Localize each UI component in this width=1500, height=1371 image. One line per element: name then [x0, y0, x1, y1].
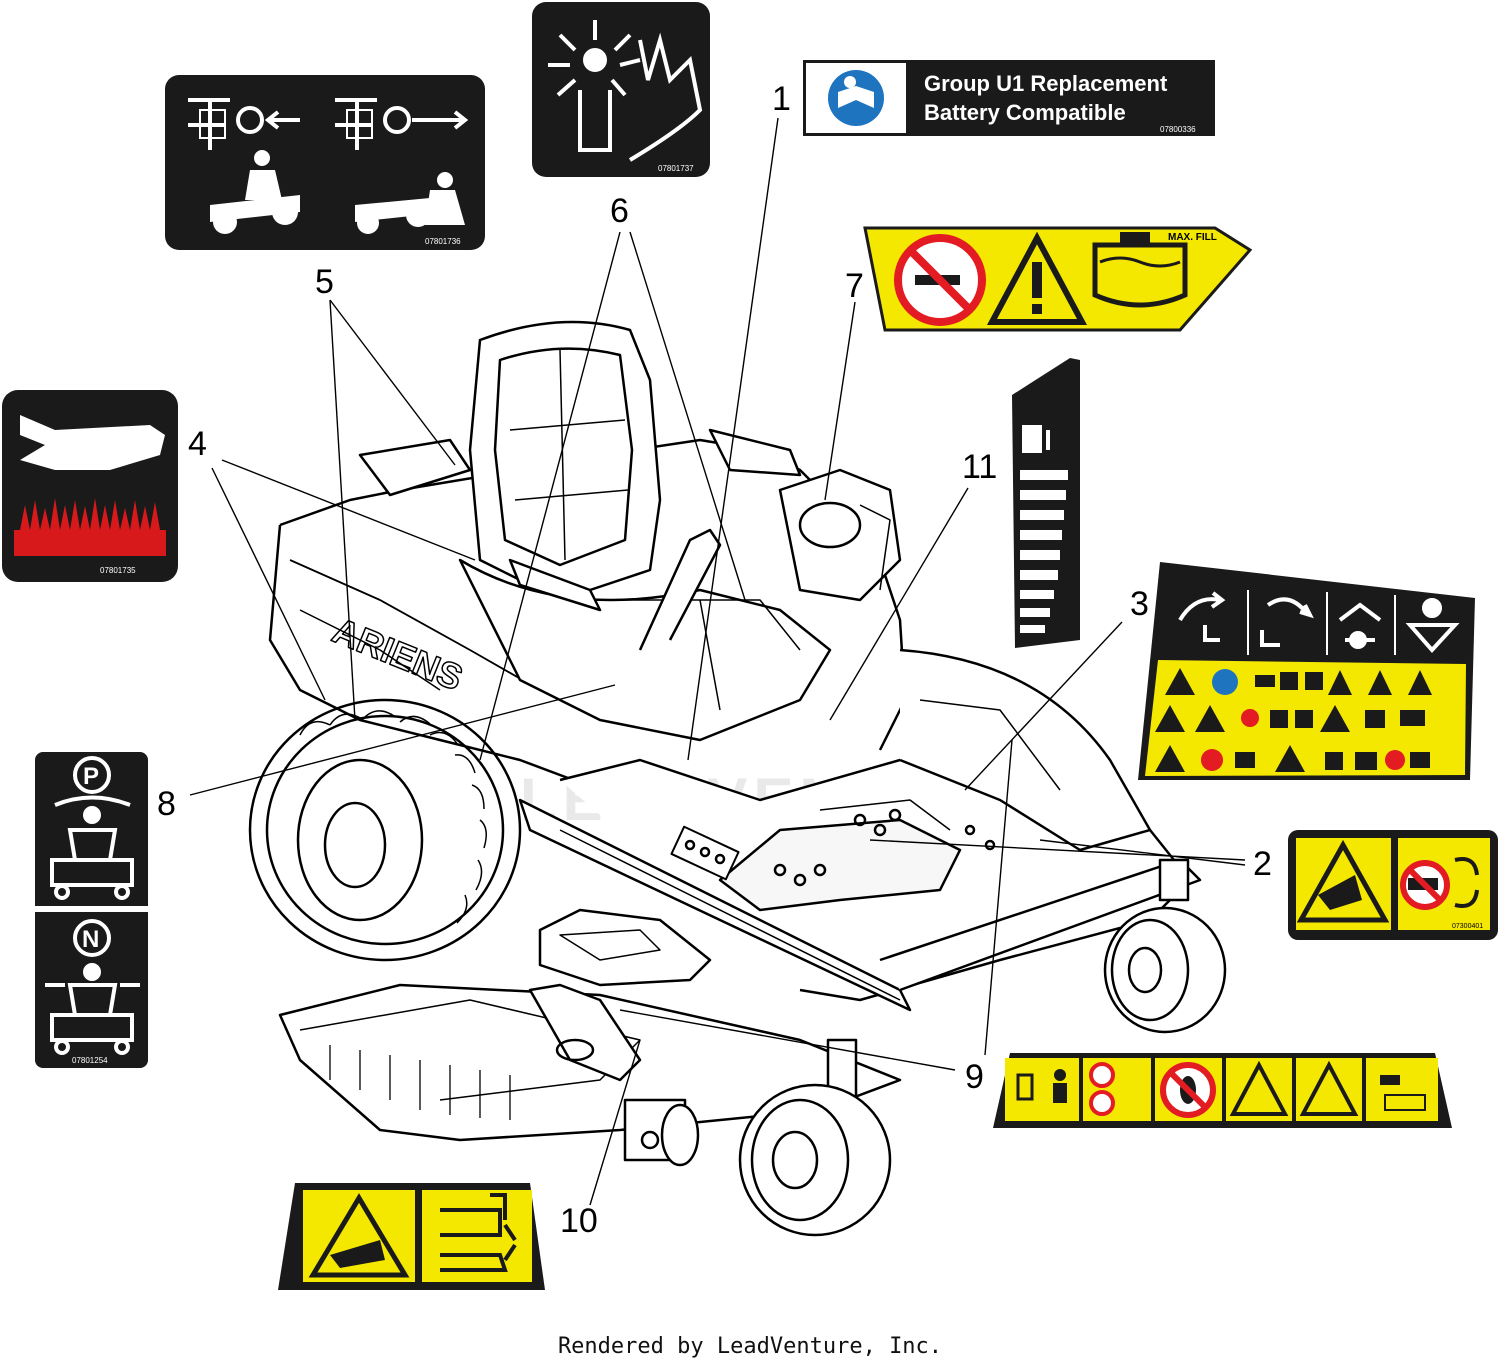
callout-2: 2 — [1253, 845, 1272, 883]
decal-1-battery-label: Group U1 Replacement Battery Compatible … — [803, 60, 1215, 136]
front-caster-right — [1103, 858, 1227, 1034]
seat — [458, 320, 832, 742]
decal-4-hot-surface: 07801735 — [2, 390, 178, 582]
callout-6: 6 — [610, 192, 629, 230]
leader-lines — [189, 117, 1246, 1206]
callout-10: 10 — [560, 1202, 598, 1240]
decal-6-part-number: 07801737 — [658, 164, 694, 173]
decal-9-safety-strip — [993, 1053, 1452, 1128]
front-caster-center — [738, 1038, 892, 1237]
svg-text:P: P — [83, 763, 99, 790]
decal-5-lever-positions: 07801736 — [165, 75, 485, 250]
decal-7-fuel-warning: MAX. FILL — [863, 226, 1253, 332]
decal-2-part-number: 07300401 — [1452, 923, 1483, 930]
callout-3: 3 — [1130, 585, 1149, 623]
decal-8-park-neutral: P N 07801254 — [35, 752, 148, 1068]
battery-text-line-1: Group U1 Replacement — [924, 71, 1168, 96]
hand-burn-icon — [20, 415, 165, 470]
callout-8: 8 — [157, 785, 176, 823]
mower-illustration: ARIENS — [248, 320, 1227, 1237]
decal-4-part-number: 07801735 — [100, 566, 136, 575]
no-smoking-icon — [894, 234, 986, 326]
callout-11: 11 — [962, 448, 997, 486]
neutral-icon: N — [73, 919, 111, 957]
max-fill-label: MAX. FILL — [1168, 232, 1217, 243]
decal-5-part-number: 07801736 — [425, 237, 461, 246]
battery-part-number: 07800336 — [1160, 125, 1196, 134]
decal-8-part-number: 07801254 — [72, 1056, 108, 1065]
fuel-tank — [778, 468, 902, 602]
footer-credit: Rendered by LeadVenture, Inc. — [557, 1334, 943, 1359]
callout-9: 9 — [965, 1058, 984, 1096]
warning-triangle-icon — [986, 231, 1088, 325]
deck-caster — [623, 1098, 700, 1167]
decal-6-thrown-objects: 07801737 — [532, 2, 710, 177]
callout-5: 5 — [315, 263, 334, 301]
svg-text:ARIENS: ARIENS — [327, 609, 468, 698]
decal-10-deck-warning — [278, 1183, 545, 1290]
svg-text:N: N — [82, 926, 99, 953]
callout-1: 1 — [772, 80, 791, 118]
parking-brake-icon: P — [73, 756, 111, 794]
decal-3-controls-safety — [1138, 562, 1475, 780]
callout-4: 4 — [188, 425, 207, 463]
callout-7: 7 — [845, 267, 864, 305]
callout-numbers: 1 2 3 4 5 6 7 8 9 10 11 — [157, 80, 1272, 1240]
decal-11-fuel-gauge — [1012, 358, 1080, 648]
decal-2-blade-warning: 07300401 — [1288, 830, 1498, 940]
rear-tire — [248, 698, 522, 962]
battery-text-line-2: Battery Compatible — [924, 100, 1126, 125]
fuel-pump-icon — [1022, 425, 1050, 453]
mower-deck — [278, 908, 902, 1142]
